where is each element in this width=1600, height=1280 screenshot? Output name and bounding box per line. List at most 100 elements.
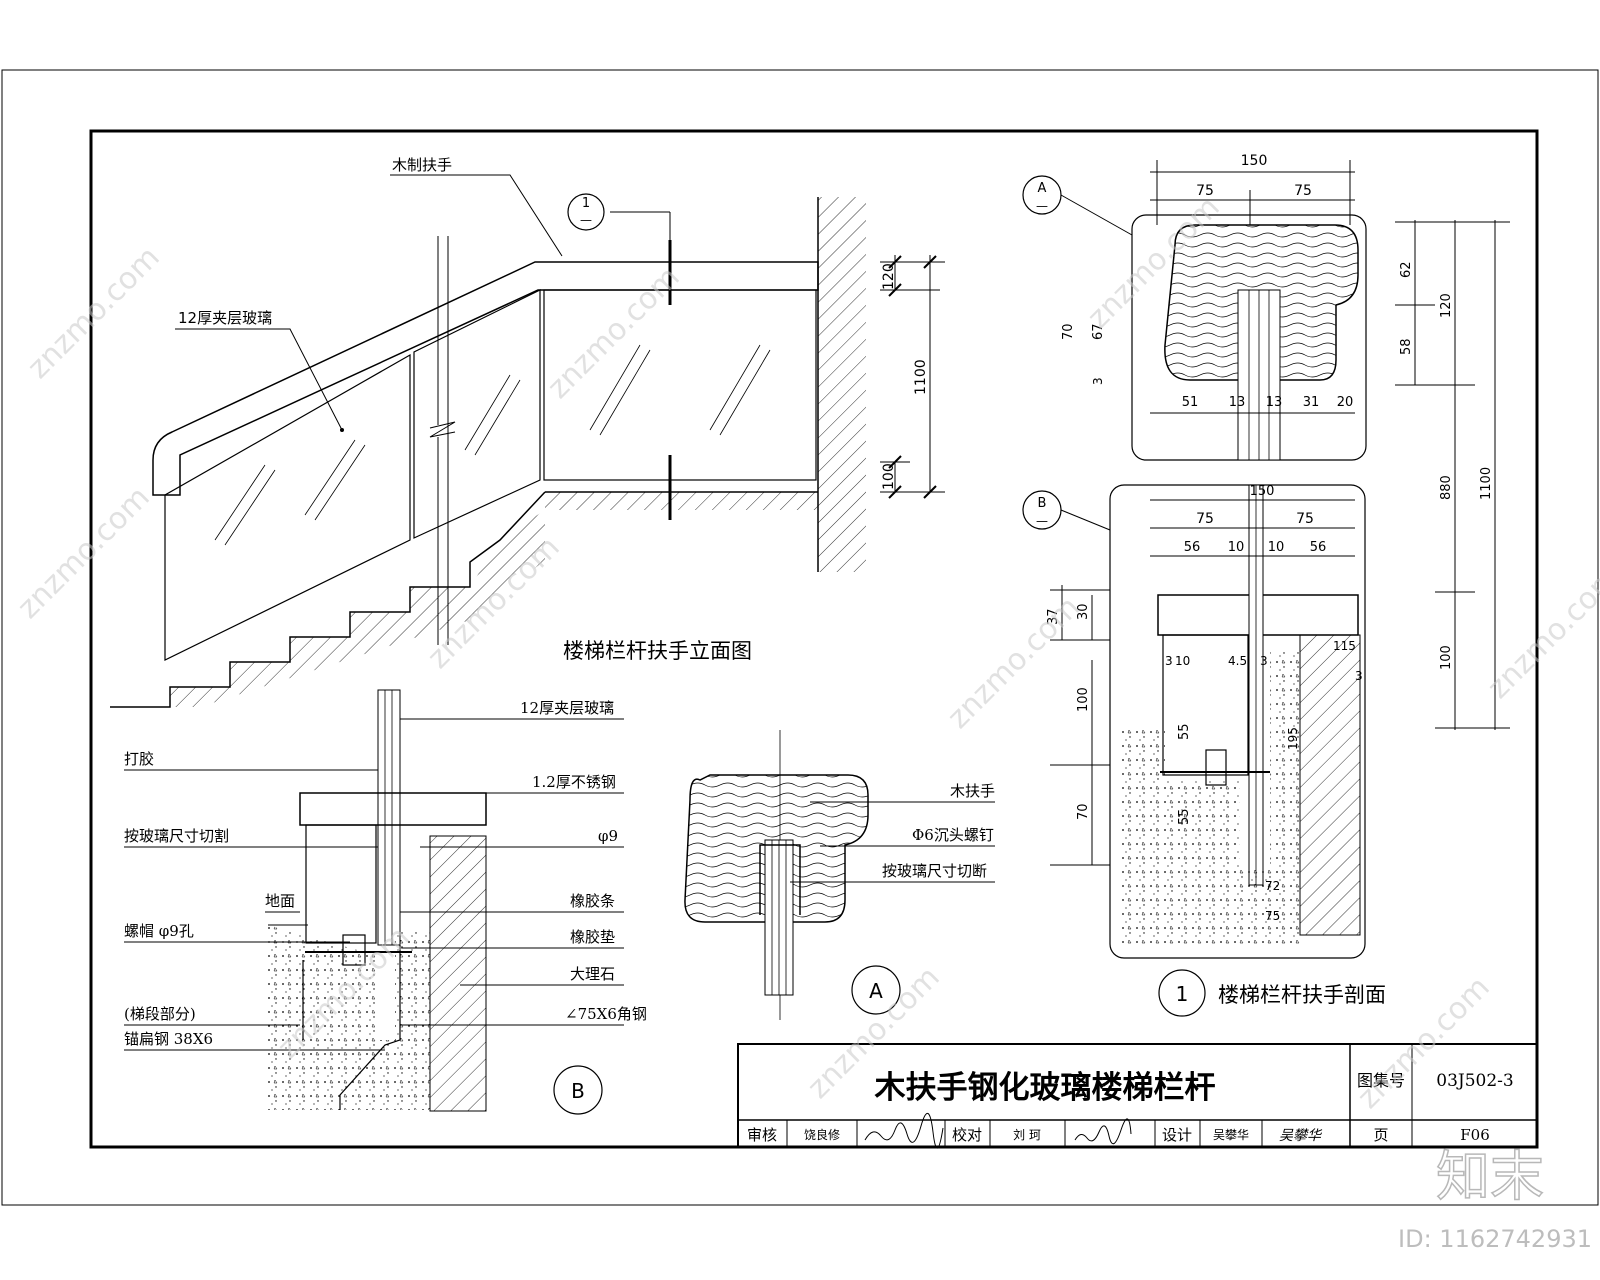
label-stainless: 1.2厚不锈钢: [532, 773, 616, 791]
design-label: 设计: [1162, 1126, 1192, 1144]
label-ground: 地面: [265, 892, 295, 910]
label-angle-steel: ∠75X6角钢: [565, 1005, 647, 1023]
glass-panel-left: [164, 353, 411, 661]
sec-a-dim-31: 31: [1303, 395, 1320, 410]
drawing-title: 木扶手钢化玻璃楼梯栏杆: [874, 1070, 1216, 1106]
sec-dim-75-right: 75: [1294, 183, 1312, 199]
section-mark-number: 1: [582, 196, 590, 211]
label-wood-handrail-a: 木扶手: [950, 782, 995, 800]
label-nut-hole: 螺帽 φ9孔: [124, 922, 194, 940]
sheet-outer-frame: [1, 69, 1599, 1206]
label-stair-part: (梯段部分): [124, 1005, 196, 1023]
label-rubber-pad: 橡胶垫: [570, 928, 615, 946]
label-anchor-steel: 锚扁钢 38X6: [124, 1030, 213, 1048]
watermark-brand-logo: 知末: [1436, 1145, 1544, 1208]
label-wood-handrail: 木制扶手: [392, 156, 452, 174]
watermark-site-6: znzmo.com: [941, 590, 1087, 736]
detail-a-mark: A: [869, 979, 883, 1003]
section-mark-a: A: [1038, 181, 1047, 196]
sec-a-dim-67: 67: [1091, 323, 1106, 340]
section-mark-sub: —: [580, 213, 592, 227]
reviewer-name: 饶良修: [804, 1127, 840, 1142]
check-label: 校对: [952, 1126, 982, 1144]
label-marble: 大理石: [570, 965, 615, 983]
dim-120: 120: [881, 263, 897, 290]
page-label: 页: [1373, 1126, 1388, 1144]
sec-b-dim-55b: 55: [1177, 808, 1192, 825]
atlas-number: 03J502-3: [1436, 1071, 1513, 1091]
sec-b-dim-56b: 56: [1310, 540, 1327, 555]
watermark-site-1: znzmo.com: [21, 240, 167, 386]
label-cut-to-glass: 按玻璃尺寸切割: [124, 827, 229, 845]
sec-b-dim-10b: 10: [1268, 540, 1285, 555]
section-mark-b-sub: —: [1036, 514, 1048, 528]
label-glue: 打胶: [124, 750, 154, 768]
sec-a-dim-13b: 13: [1266, 395, 1283, 410]
detail-b-mark-circle: [553, 1065, 603, 1115]
sec-b-dim-55a: 55: [1177, 723, 1192, 740]
glass-panel-mid: [413, 289, 541, 539]
sec-a-dim-20: 20: [1337, 395, 1354, 410]
sec-b-dim-37: 37: [1046, 608, 1061, 625]
sec-b-dim-4-5: 4.5: [1228, 654, 1247, 668]
label-cut-off: 按玻璃尺寸切断: [882, 862, 987, 880]
label-rubber-strip: 橡胶条: [570, 892, 615, 910]
sec-b-dim-75b: 75: [1296, 511, 1314, 527]
sec-b-dim-30: 30: [1076, 603, 1091, 620]
sec-b-dim-70: 70: [1076, 803, 1091, 820]
sec-dim-150: 150: [1241, 153, 1268, 169]
sec-b-dim-56a: 56: [1184, 540, 1201, 555]
sec-b-dim-150: 150: [1250, 484, 1275, 499]
label-phi9: φ9: [598, 827, 618, 845]
label-countersunk-screw: Φ6沉头螺钉: [912, 826, 994, 844]
elevation-view: 1 — 木制扶手 12厚夹层玻璃 120 1100 100 楼梯栏杆扶手立面图: [110, 156, 945, 708]
wall-hatch: [818, 197, 866, 572]
section-title-number: 1: [1176, 982, 1189, 1006]
atlas-label: 图集号: [1357, 1071, 1405, 1090]
sec-b-dim-3-10: 3: [1165, 654, 1173, 668]
sec-dim-58: 58: [1399, 338, 1414, 355]
watermark-id: ID: 1162742931: [1398, 1225, 1592, 1253]
sec-a-dim-13a: 13: [1229, 395, 1246, 410]
review-label: 审核: [747, 1126, 777, 1144]
section-title-circle: [1158, 969, 1206, 1017]
detail-a: 木扶手 Φ6沉头螺钉 按玻璃尺寸切断 A: [684, 730, 995, 1020]
elevation-dimensions: [880, 255, 945, 499]
sec-b-dim-75a: 75: [1196, 511, 1214, 527]
sec-b-dim-10-small: 10: [1175, 654, 1190, 668]
reviewer-signature: [864, 1113, 944, 1149]
dim-1100: 1100: [913, 359, 929, 395]
sec-a-dim-51: 51: [1182, 395, 1199, 410]
sec-dim-880: 880: [1439, 475, 1454, 500]
section-mark-circle: [567, 193, 605, 231]
label-glass-b: 12厚夹层玻璃: [520, 699, 614, 717]
checker-name: 刘 珂: [1013, 1128, 1041, 1142]
sec-b-dim-3c: 3: [1355, 669, 1363, 683]
dim-100: 100: [881, 463, 897, 490]
sec-dim-62: 62: [1399, 261, 1414, 278]
designer-name: 吴攀华: [1213, 1128, 1249, 1142]
detail-b: 打胶 按玻璃尺寸切割 地面 螺帽 φ9孔 (梯段部分) 锚扁钢 38X6 12厚…: [124, 689, 647, 1115]
sec-b-dim-195: 195: [1286, 727, 1300, 750]
section-b-box: [1109, 484, 1366, 959]
section-mark-b: B: [1038, 496, 1047, 511]
page-number: F06: [1460, 1126, 1490, 1144]
landing-slab: [545, 492, 818, 510]
sec-dim-100: 100: [1439, 645, 1454, 670]
sec-b-dim-75c: 75: [1265, 909, 1280, 923]
watermark-site-10: znzmo.com: [1481, 560, 1600, 706]
detail-a-mark-circle: [851, 965, 901, 1015]
stair-hatch: [170, 510, 545, 707]
sec-a-dim-70: 70: [1061, 323, 1076, 340]
sec-dim-75-left: 75: [1196, 183, 1214, 199]
watermark-site-2: znzmo.com: [541, 260, 687, 406]
sec-a-dim-3: 3: [1091, 377, 1105, 385]
sec-dim-1100: 1100: [1479, 467, 1494, 500]
title-block: 木扶手钢化玻璃楼梯栏杆 图集号 03J502-3 审核 饶良修 校对 刘 珂 设…: [737, 1043, 1538, 1149]
elevation-title: 楼梯栏杆扶手立面图: [563, 639, 752, 663]
watermark-site-4: znzmo.com: [11, 480, 157, 626]
sec-b-dim-10a: 10: [1228, 540, 1245, 555]
sec-dim-120: 120: [1439, 293, 1454, 318]
sec-b-dim-72: 72: [1265, 879, 1280, 893]
